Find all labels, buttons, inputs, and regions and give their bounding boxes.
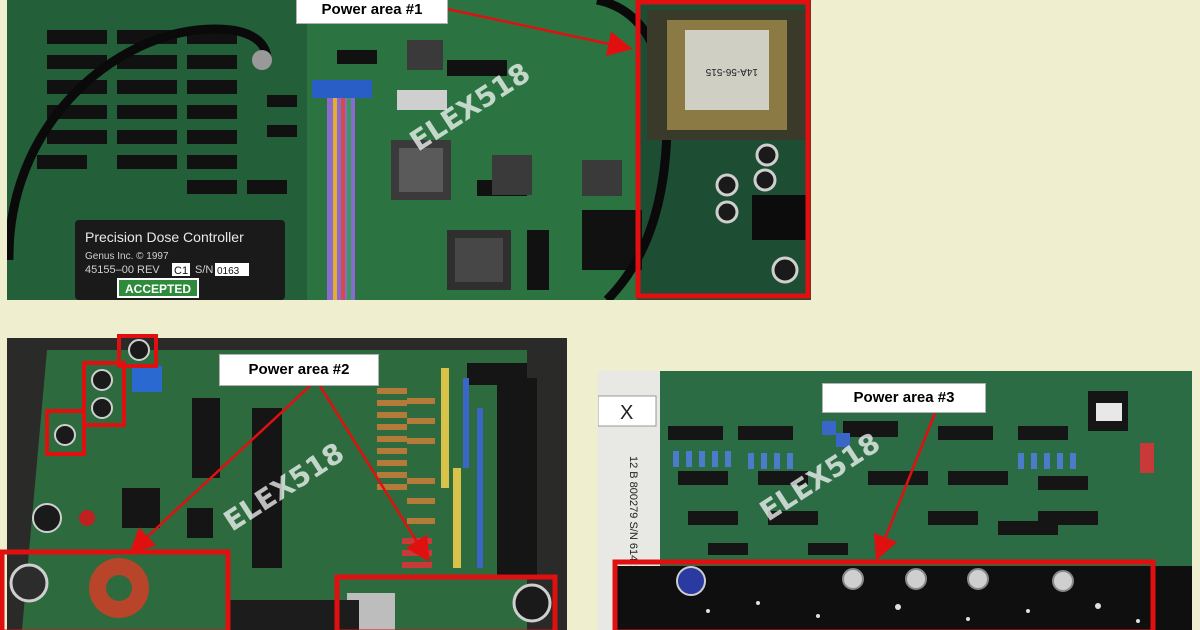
- photo-board-1: Precision Dose Controller Genus Inc. © 1…: [7, 0, 811, 300]
- board-1-label-rev: C1: [174, 265, 188, 277]
- transformer-label: 14A-56-515: [705, 66, 758, 77]
- board-1-label-sn: 0163: [217, 266, 240, 277]
- card-serial: 12 B 800279 S/N 614-181: [627, 456, 639, 583]
- power-area-1-callout: Power area #1: [296, 0, 448, 24]
- board-1-illustration: Precision Dose Controller Genus Inc. © 1…: [7, 0, 811, 300]
- power-area-2-callout: Power area #2: [219, 354, 379, 386]
- power-area-3-callout: Power area #3: [822, 383, 986, 413]
- board-1-label-title: Precision Dose Controller: [85, 229, 244, 245]
- board-1-label-company: Genus Inc. © 1997: [85, 251, 169, 262]
- accepted-sticker: ACCEPTED: [125, 282, 191, 296]
- board-1-label-sn-prefix: S/N: [195, 264, 213, 276]
- board-1-label-part: 45155–00 REV: [85, 264, 160, 276]
- card-letter: X: [620, 402, 633, 424]
